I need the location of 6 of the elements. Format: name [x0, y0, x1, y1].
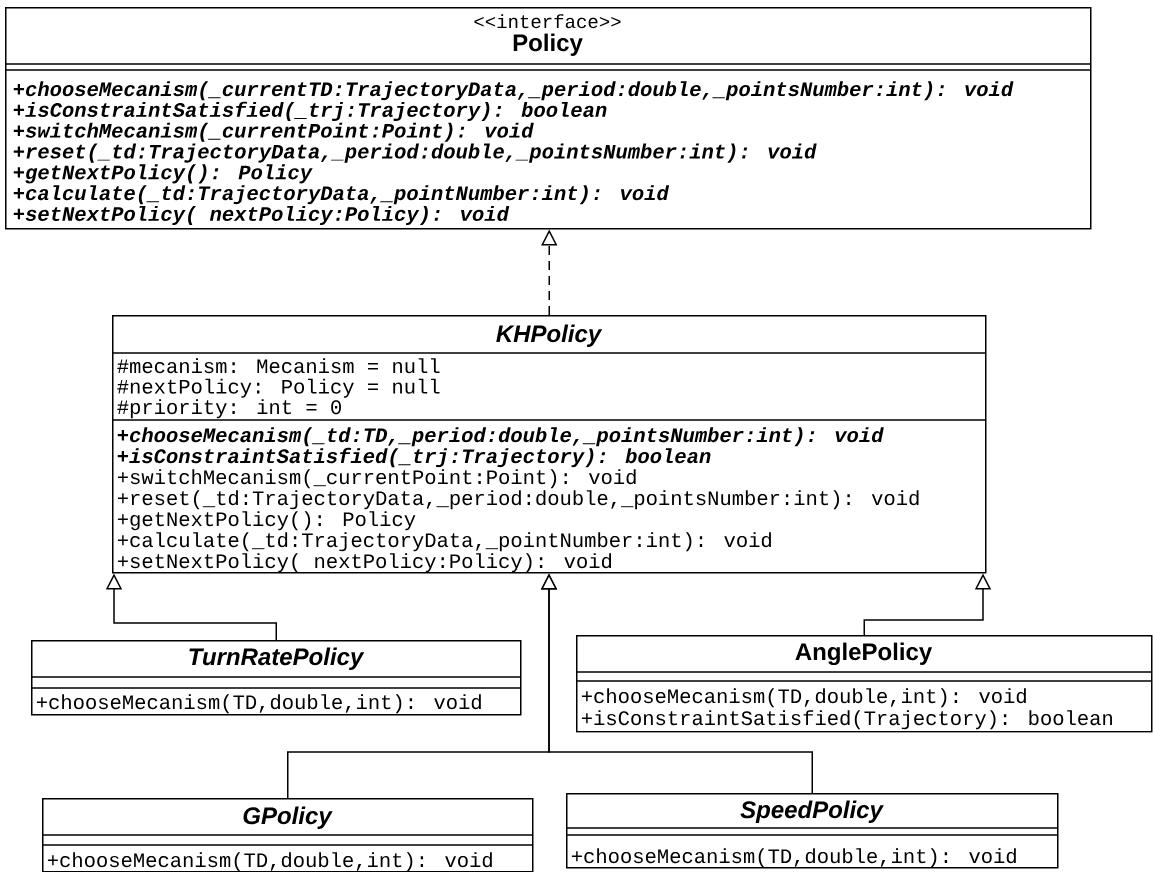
- class-box: TurnRatePolicy +chooseMecanism(TD,double,int): void: [30, 640, 522, 716]
- class-box: KHPolicy #mecanism: Mecanism = null #nextPolicy: Policy = null #priority: int = 0 +chooseMecanism(_td:TD,_period:double,_pointsNumber:int): void +isConstraintSatisfied(_trj:Trajectory): boolean +switchMecanism(_currentPoint:Point): void +reset(_td:TrajectoryData,_period:double,_pointsNumber:int): void +getNextPolicy(): Policy +calculate(_td:TrajectoryData,_pointNumber:int): void +setNextPolicy( nextPolicy:Policy): void: [111, 315, 987, 574]
- class-box: AnglePolicy +chooseMecanism(TD,double,int): void +isConstraintSatisfied(Trajectory): boolean: [575, 635, 1153, 733]
- class-box: <<interface>> Policy +chooseMecanism(_currentTD:TrajectoryData,_period:double,_pointsNumber:int): void +isConstraintSatisfied(_trj:Trajectory): boolean +switchMecanism(_currentPoint:Point): void +reset(_td:TrajectoryData,_period:double,_pointsNumber:int): void +getNextPolicy(): Policy +calculate(_td:TrajectoryData,_pointNumber:int): void +setNextPolicy( nextPolicy:Policy): void: [4, 7, 1092, 230]
- class-box: SpeedPolicy +chooseMecanism(TD,double,int): void: [565, 793, 1059, 869]
- class-box: GPolicy +chooseMecanism(TD,double,int): void: [41, 798, 534, 872]
